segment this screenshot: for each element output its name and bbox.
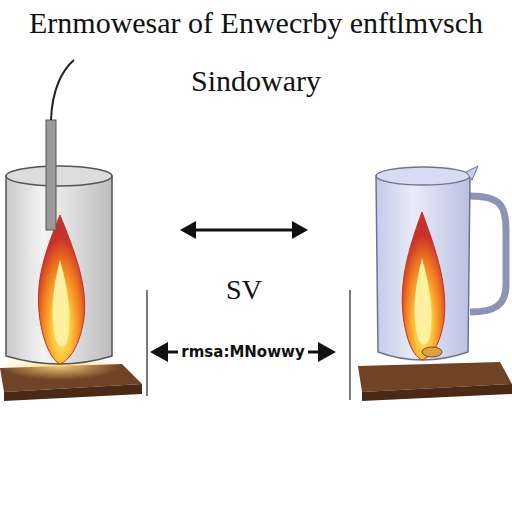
center-label: SV — [226, 274, 262, 306]
double-arrow — [180, 221, 308, 239]
right-board — [358, 362, 512, 401]
arrow-label: rmsa:MNowwy — [178, 343, 307, 361]
right-mug — [376, 166, 506, 360]
title-text: Ernmowesar of Enwecrby enftlmvsch Sindow… — [16, 0, 496, 110]
left-cylinder — [0, 60, 120, 380]
guide-line — [146, 290, 147, 396]
double-arrow — [150, 342, 336, 362]
guide-line — [349, 290, 350, 400]
